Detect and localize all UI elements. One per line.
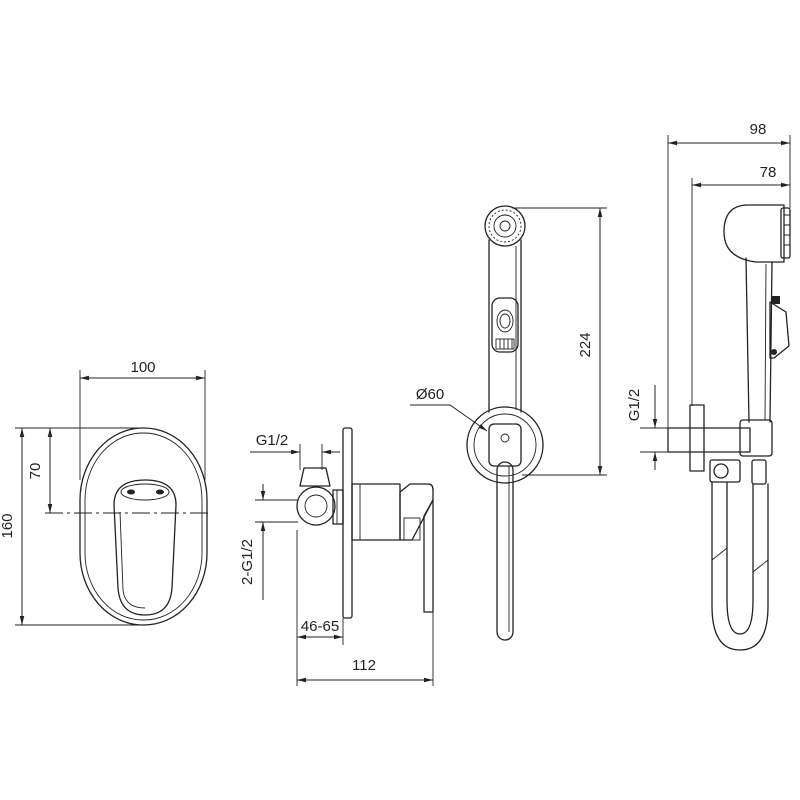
width-label: 100	[130, 359, 155, 376]
fitting-connector	[332, 489, 344, 525]
trigger-button-inner	[499, 313, 511, 329]
outlet-fitting	[296, 486, 336, 526]
trigger-side-tab	[771, 296, 780, 304]
spray-nozzle-ribs	[784, 214, 790, 246]
height-label: 160	[0, 513, 16, 538]
handle-notch	[403, 517, 421, 541]
hose-nut	[709, 459, 741, 483]
handle-top	[399, 483, 434, 541]
hose	[496, 461, 514, 641]
lever-handle	[113, 479, 177, 616]
spray-head-side	[723, 204, 785, 263]
holder-rosette-inner	[473, 413, 537, 477]
spray-nozzle-ring	[488, 209, 522, 243]
shower-handle-body	[488, 239, 522, 413]
shower-handle-side	[745, 257, 773, 423]
trigger	[491, 297, 519, 353]
holder-flange	[689, 404, 705, 472]
hose-loop-inner	[726, 481, 754, 635]
outlet-fitting-bore	[304, 494, 328, 518]
depth-range-label: 46-65	[301, 618, 339, 635]
trigger-grip	[495, 338, 515, 350]
wall-plate	[342, 427, 353, 619]
shower-length-label: 224	[577, 332, 594, 357]
holder-diameter-label: Ø60	[416, 386, 444, 403]
total-depth-label: 112	[352, 657, 376, 674]
thread-label: G1/2	[626, 389, 643, 422]
spray-head	[484, 205, 526, 247]
lever-handle-inner-edge	[119, 511, 146, 609]
holder-clip-side	[739, 419, 773, 457]
lever-cap-mark-left	[127, 489, 135, 495]
offset-label: 70	[27, 463, 44, 480]
holder-clip	[488, 423, 522, 467]
shower-side-view: 98 78 G1/2	[626, 121, 791, 651]
shower-handle-side-edge	[764, 263, 767, 421]
overall-depth-label: 98	[750, 121, 767, 138]
cover-plate-outer	[79, 427, 208, 626]
shower-front-view: Ø60 224	[410, 205, 607, 641]
hose-loop-outer	[711, 481, 769, 651]
trigger-button	[496, 309, 514, 333]
hose-twist	[711, 547, 769, 573]
head-depth-label: 78	[760, 164, 777, 181]
inlet-thread-label: 2-G1/2	[239, 539, 256, 585]
trigger-side	[769, 301, 790, 359]
holder-diameter-leader	[410, 404, 488, 432]
outlet-stub	[299, 467, 331, 487]
lever-cap	[120, 483, 170, 501]
spray-face	[493, 214, 517, 238]
hose-nut-bore	[713, 463, 729, 479]
spray-nozzle-side	[780, 207, 791, 259]
mixer-body	[351, 483, 401, 541]
lever-cap-mark-right	[156, 489, 164, 495]
outlet-thread-label: G1/2	[256, 432, 289, 449]
hose-connector	[751, 459, 767, 485]
spray-center	[499, 220, 511, 232]
front-view: 160 70 100	[0, 359, 212, 626]
handle-lever	[423, 499, 434, 613]
cover-plate-inner	[84, 432, 203, 621]
holder-clip-screw	[500, 433, 510, 443]
holder-arm	[667, 427, 751, 453]
trigger-side-pivot	[771, 349, 777, 355]
side-view: G1/2 2-G1/2 46-65 112	[239, 427, 434, 686]
holder-rosette	[466, 406, 544, 484]
trigger-grip-ribs	[499, 339, 513, 349]
